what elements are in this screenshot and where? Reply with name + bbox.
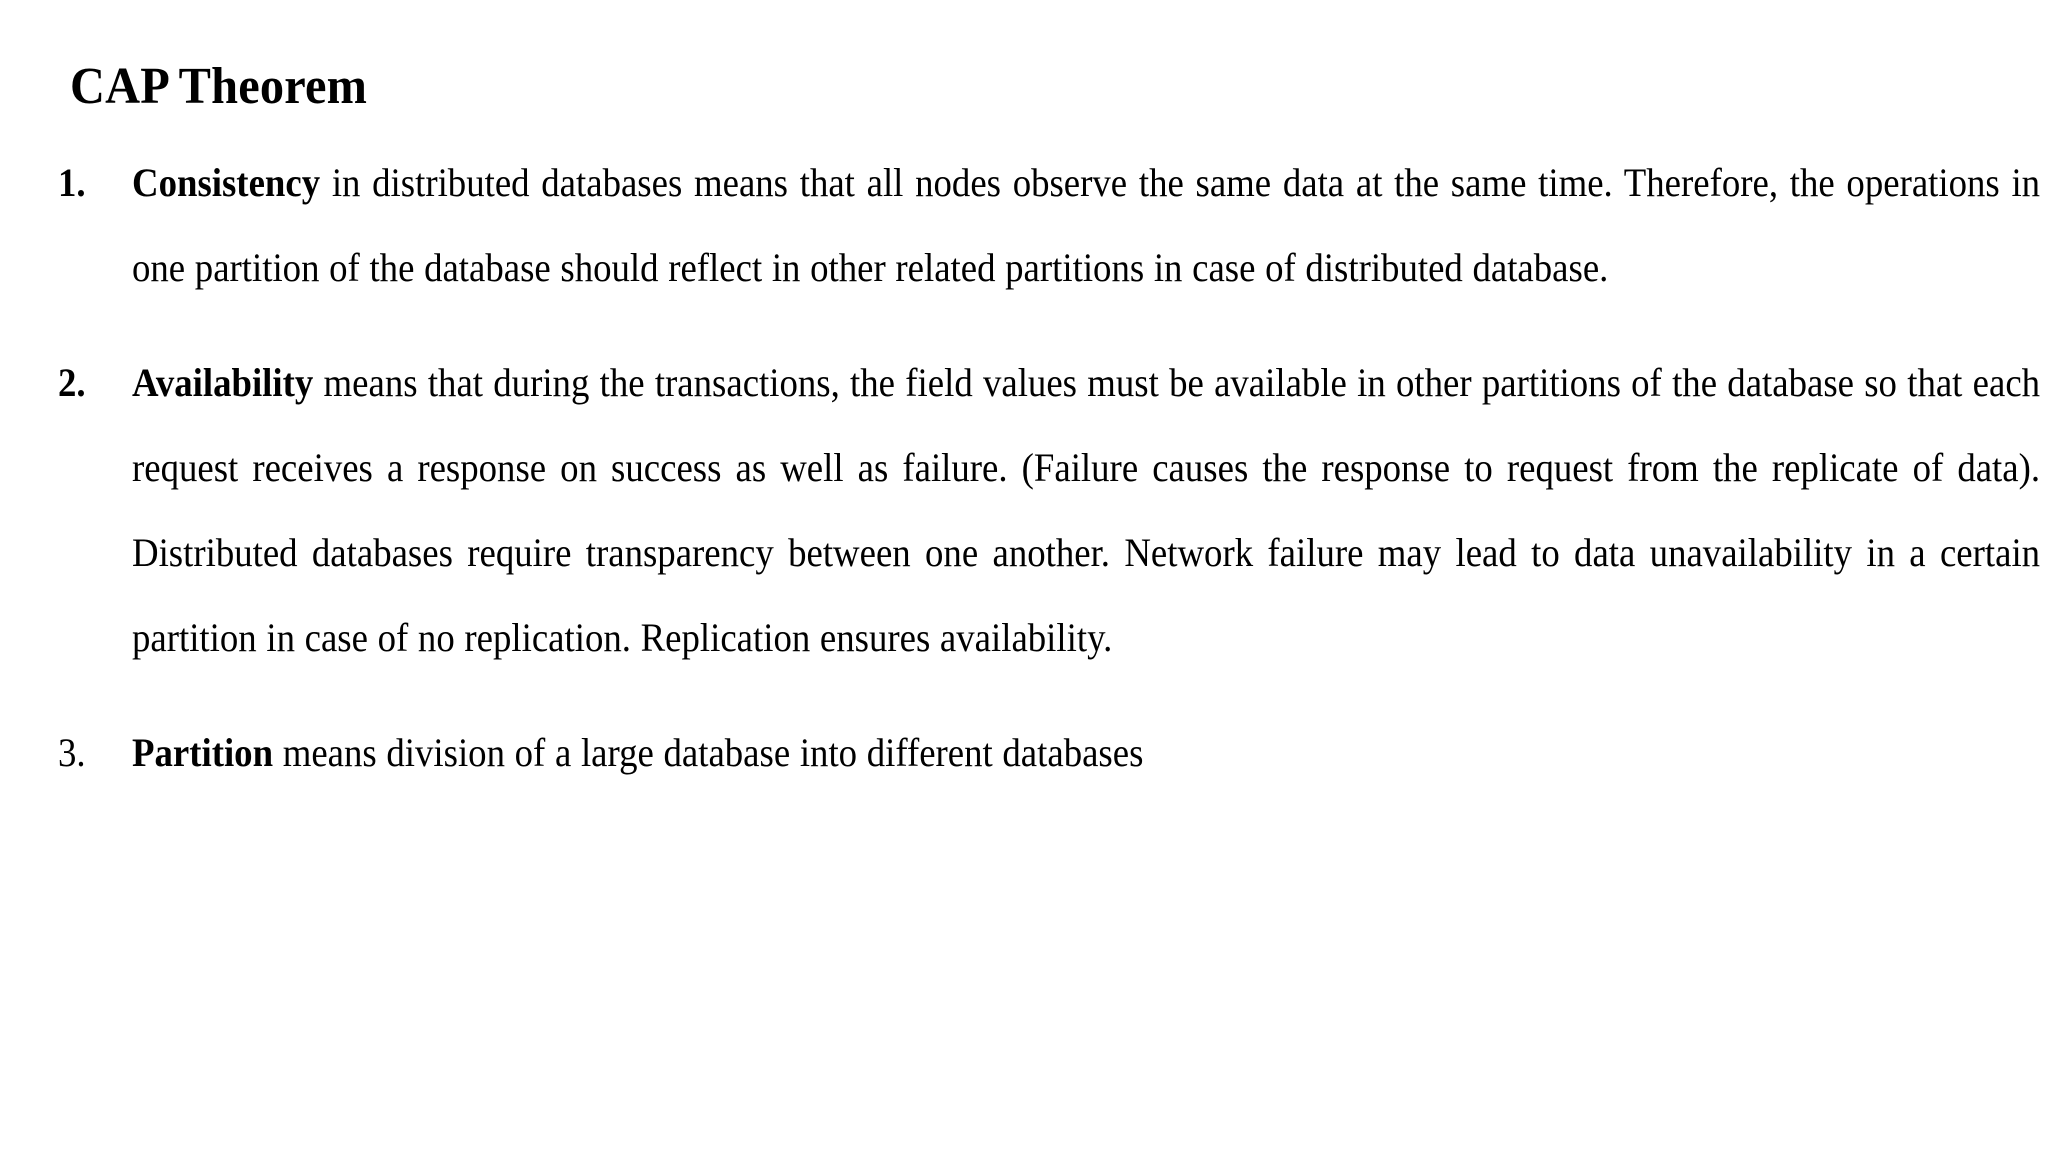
list-item-marker: 2.	[58, 360, 86, 405]
list-item-marker: 1.	[58, 160, 86, 205]
list-item-lead-term: Partition	[132, 730, 274, 775]
list-item: 2. Availability means that during the tr…	[50, 340, 2040, 680]
list-item-body: in distributed databases means that all …	[132, 160, 2041, 290]
list-item-text: Partition means division of a large data…	[132, 710, 2040, 795]
list-item: 1. Consistency in distributed databases …	[50, 140, 2040, 310]
list-item: 3. Partition means division of a large d…	[50, 710, 2040, 795]
list-item-lead-term: Consistency	[132, 160, 321, 205]
list-item-marker: 3.	[58, 730, 86, 775]
numbered-list: 1. Consistency in distributed databases …	[50, 140, 2040, 795]
list-item-text: Availability means that during the trans…	[132, 340, 2040, 680]
list-item-text: Consistency in distributed databases mea…	[132, 140, 2040, 310]
list-item-lead-term: Availability	[132, 360, 314, 405]
list-item-body: means division of a large database into …	[273, 730, 1144, 775]
page-title: CAP Theorem	[70, 57, 368, 115]
list-item-body: means that during the transactions, the …	[132, 360, 2041, 660]
